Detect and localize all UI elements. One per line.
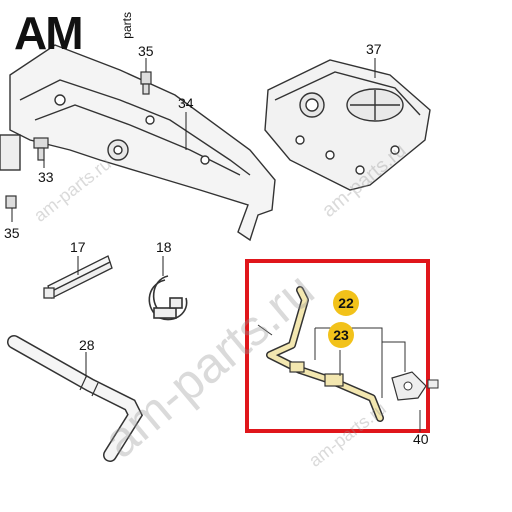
am-parts-logo: AM parts (14, 8, 144, 58)
engine-cover (264, 59, 431, 191)
callout-40: 40 (413, 431, 429, 447)
bolt-35-top (140, 71, 152, 95)
logo-subtext: parts (120, 12, 134, 39)
support-bracket (0, 44, 276, 242)
callout-35-top: 35 (138, 43, 154, 59)
bolt-35-left (5, 195, 17, 209)
bolt-33 (33, 137, 49, 161)
breather-pipe-assembly (266, 286, 439, 422)
callout-28: 28 (79, 337, 95, 353)
callout-37: 37 (366, 41, 382, 57)
bent-hose (7, 335, 144, 462)
callout-17: 17 (70, 239, 86, 255)
leader-lines (11, 58, 376, 378)
callout-34: 34 (178, 95, 194, 111)
cable-tie (43, 255, 113, 299)
badge-22: 22 (333, 290, 359, 316)
logo-text: AM (14, 7, 84, 59)
callout-35-left: 35 (4, 225, 20, 241)
highlight-box (245, 259, 430, 433)
hose-clamp (148, 275, 188, 321)
callout-18: 18 (156, 239, 172, 255)
callout-33: 33 (38, 169, 54, 185)
badge-23: 23 (328, 322, 354, 348)
